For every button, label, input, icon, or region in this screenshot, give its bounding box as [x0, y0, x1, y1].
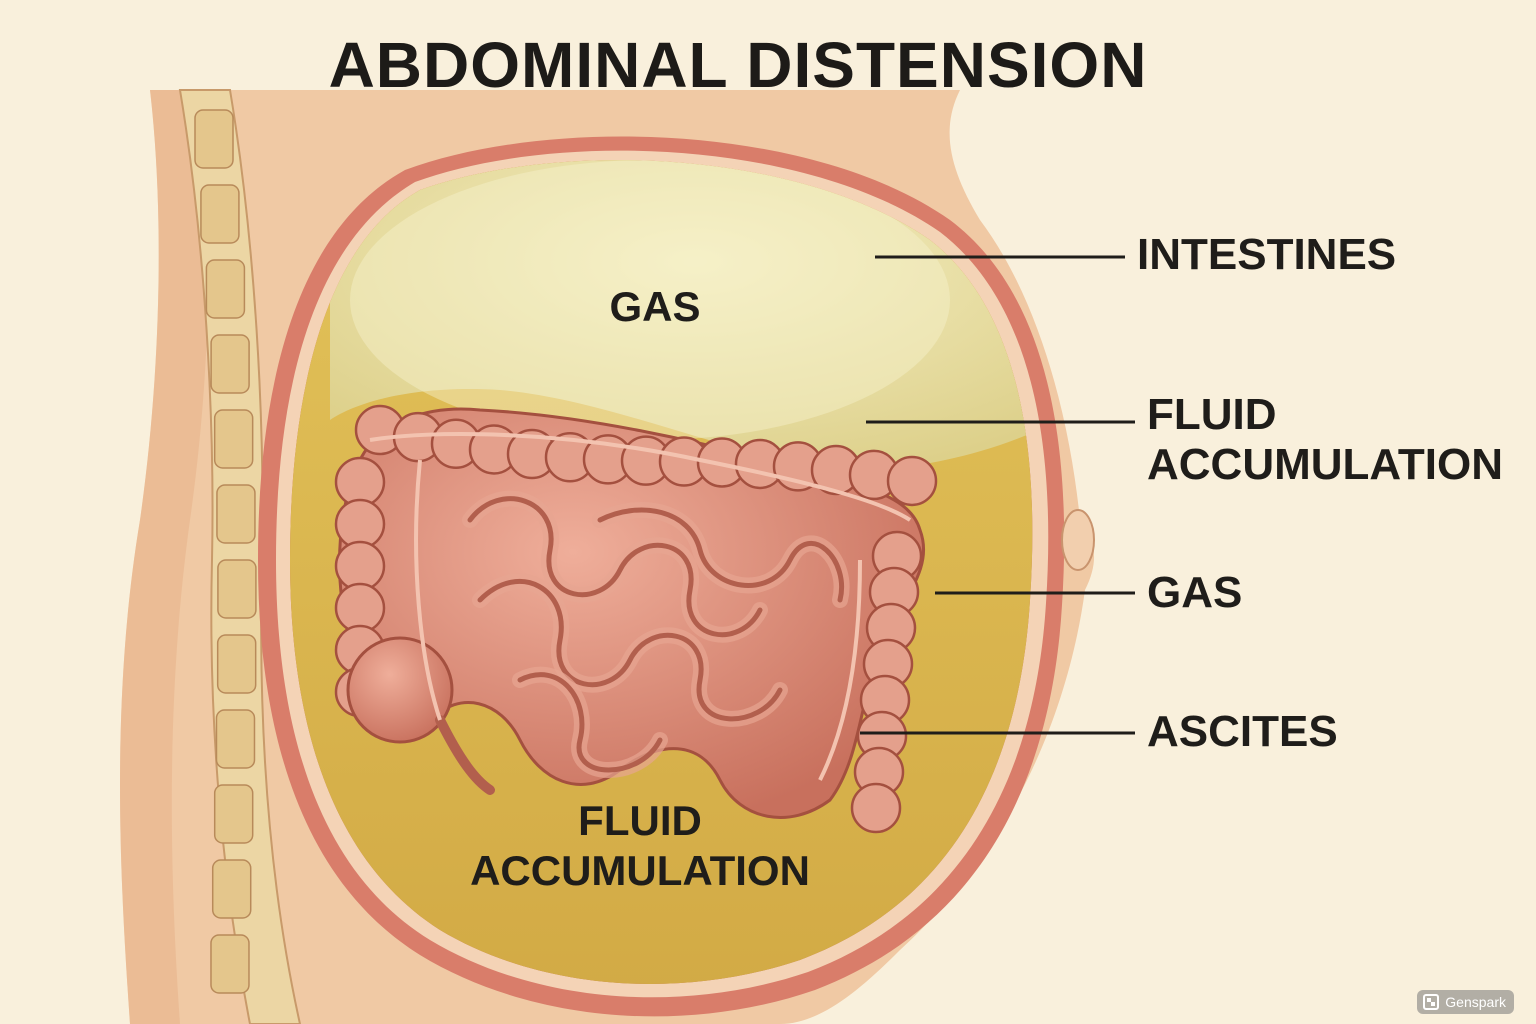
- inner-label-fluid-line2: ACCUMULATION: [470, 847, 810, 894]
- watermark-text: Genspark: [1445, 994, 1506, 1010]
- inner-label-fluid-accumulation: FLUID ACCUMULATION: [430, 796, 850, 896]
- callout-lines: [860, 255, 1135, 735]
- genspark-logo-icon: [1423, 994, 1440, 1010]
- vertebra: [213, 409, 254, 469]
- umbilicus: [1061, 509, 1095, 571]
- page-title: ABDOMINAL DISTENSION: [328, 29, 1148, 101]
- small-intestine-loop: [517, 672, 663, 773]
- intestines: [334, 404, 938, 834]
- vertebra: [216, 484, 256, 544]
- callout-fluid-line2: ACCUMULATION: [1147, 440, 1504, 489]
- vertebra: [217, 559, 257, 619]
- inner-label-gas: GAS: [609, 283, 701, 330]
- vertebra: [194, 109, 234, 169]
- callout-gas: GAS: [1147, 568, 1243, 617]
- callout-ascites: ASCITES: [1147, 707, 1338, 756]
- vertebra: [216, 634, 257, 694]
- vertebra: [215, 709, 256, 769]
- spine: [178, 89, 302, 1024]
- small-intestine-loop: [467, 496, 763, 638]
- callout-fluid-line1: FLUID: [1147, 390, 1277, 439]
- inner-label-fluid-line1: FLUID: [578, 797, 702, 844]
- colon-segment: [886, 455, 938, 507]
- abdominal-cavity: [290, 160, 1033, 985]
- vertebra: [213, 784, 254, 844]
- watermark: Genspark: [1417, 990, 1514, 1014]
- small-intestine-loop: [477, 579, 783, 722]
- colon-segment: [850, 782, 902, 834]
- vertebra: [210, 334, 250, 394]
- gas-region: [330, 160, 1033, 470]
- callout-fluid-accumulation: FLUID ACCUMULATION: [1147, 390, 1503, 490]
- small-intestine-loop: [597, 507, 844, 603]
- callout-intestines: INTESTINES: [1137, 230, 1397, 279]
- vertebra: [205, 259, 246, 319]
- vertebra: [211, 859, 252, 919]
- vertebra: [200, 184, 240, 244]
- vertebra: [210, 934, 250, 994]
